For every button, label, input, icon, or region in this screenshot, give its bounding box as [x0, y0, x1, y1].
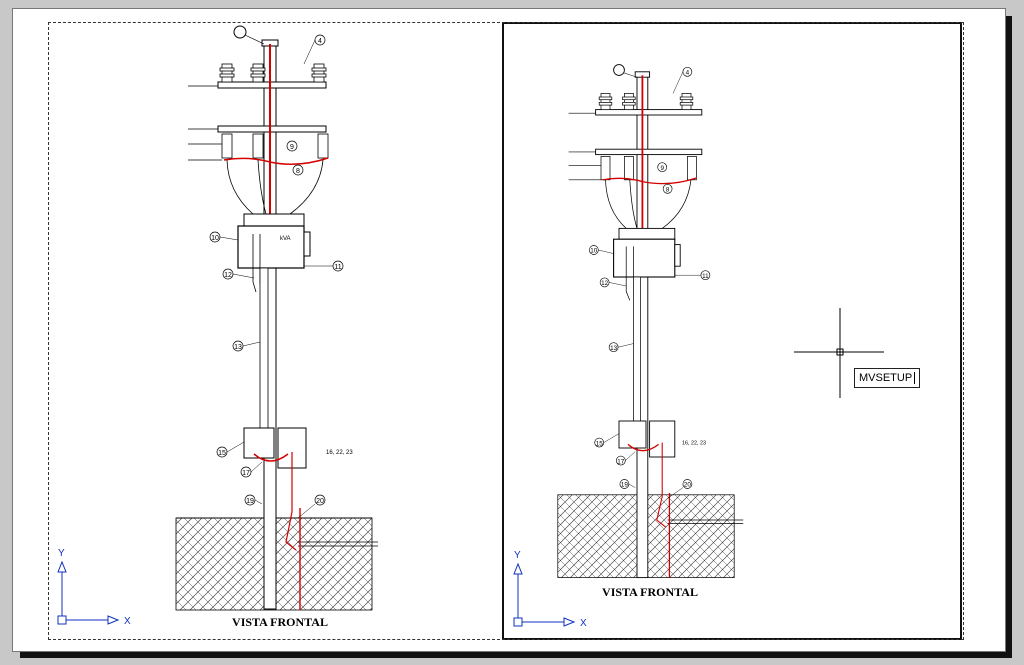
drawing-title-right: VISTA FRONTAL: [602, 585, 698, 599]
ucs-x-label-left: X: [124, 616, 131, 627]
svg-text:19: 19: [621, 482, 629, 489]
transformer-kva-label: kVA: [280, 236, 291, 242]
svg-text:11: 11: [702, 273, 709, 280]
callout-9: 9: [290, 144, 294, 151]
callouts-right: 4 9 8 10 11 12 13 15 17 19 20 16, 22, 23: [588, 66, 711, 489]
callout-17: 17: [242, 470, 250, 477]
note-label: 16, 22, 23: [326, 450, 353, 456]
svg-text:4: 4: [686, 70, 690, 77]
svg-text:8: 8: [666, 187, 670, 194]
pole-assembly: kVA 4 9 8 10 11: [175, 25, 378, 629]
callout-8: 8: [296, 168, 300, 175]
svg-text:9: 9: [660, 165, 664, 172]
pole-drawing-left: kVA 4 9 8 10 11: [57, 25, 378, 629]
drawing-title-left: VISTA FRONTAL: [232, 615, 328, 629]
svg-text:16, 22, 23: 16, 22, 23: [682, 440, 706, 446]
callouts-left: 4 9 8 10 11 12 13 15 17 19 20 16, 22, 23: [209, 34, 353, 506]
callout-blank: [233, 25, 247, 39]
crosshair-cursor-icon: [794, 308, 884, 398]
ucs-x-label-right: X: [580, 618, 587, 629]
viewport-right-active[interactable]: 4 9 8 10 11 12 13 15 17 19 20 16, 22, 23: [502, 22, 962, 640]
ucs-icon-left: [57, 560, 120, 625]
pole-assembly-right: 4 9 8 10 11 12 13 15 17 19 20 16, 22, 23: [557, 64, 744, 579]
callout-10: 10: [211, 235, 219, 242]
ucs-y-label-right: Y: [514, 550, 521, 561]
callout-12: 12: [224, 272, 232, 279]
callout-19: 19: [246, 498, 254, 505]
pole-drawing-right: 4 9 8 10 11 12 13 15 17 19 20 16, 22, 23: [513, 64, 884, 629]
svg-text:17: 17: [617, 458, 625, 465]
ucs-icon-right: [513, 562, 576, 627]
callout-15: 15: [218, 450, 226, 457]
text-caret: [914, 372, 916, 385]
transformer: [237, 225, 305, 269]
svg-text:15: 15: [596, 440, 604, 447]
svg-text:10: 10: [590, 248, 598, 255]
viewport-left[interactable]: kVA 4 9 8 10 11: [48, 22, 500, 636]
callout-20: 20: [316, 498, 324, 505]
callout-13: 13: [234, 344, 242, 351]
svg-text:20: 20: [684, 482, 692, 489]
svg-text:12: 12: [601, 280, 609, 287]
command-text: MVSETUP: [859, 372, 913, 384]
callout-11: 11: [334, 264, 341, 271]
ucs-y-label-left: Y: [58, 548, 65, 559]
callout-4: 4: [318, 38, 322, 45]
svg-text:13: 13: [610, 345, 618, 352]
command-input-tooltip[interactable]: MVSETUP: [854, 368, 921, 388]
